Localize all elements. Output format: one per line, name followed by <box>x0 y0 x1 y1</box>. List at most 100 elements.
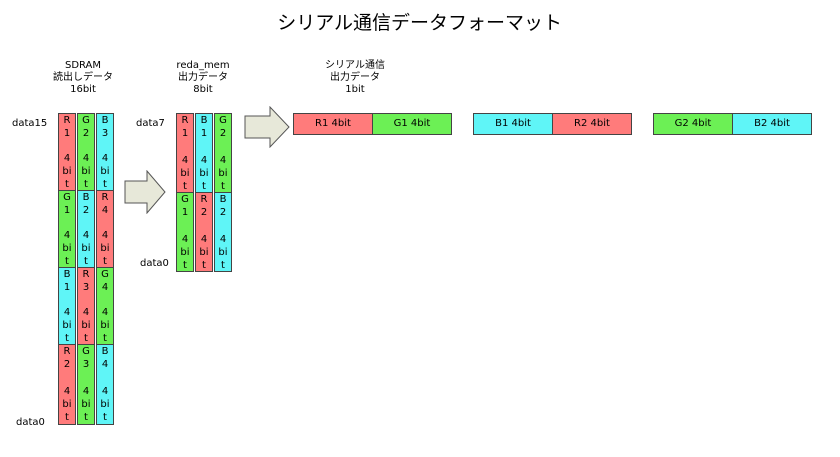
sdram-header: SDRAM 読出しデータ 16bit <box>48 60 118 96</box>
bit-block-text: R <box>63 346 71 357</box>
bit-block-text: t <box>183 181 187 192</box>
page-title: シリアル通信データフォーマット <box>277 12 562 34</box>
bit-block-text: 4 <box>101 307 109 318</box>
bit-block-text: B <box>82 192 90 203</box>
bit-block-text: B <box>63 269 71 280</box>
bit-block-text: 2 <box>82 128 90 139</box>
bit-block-text: t <box>103 179 107 190</box>
bit-block-text: 4 <box>200 234 208 245</box>
serial-segment: B2 4bit <box>732 113 812 135</box>
bit-block-text: bi <box>100 320 110 331</box>
bit-block-text: t <box>221 181 225 192</box>
reda-header-line: 出力データ <box>178 72 228 83</box>
bit-block-text: R <box>200 194 208 205</box>
bit-block-text: G <box>82 346 90 357</box>
bit-block-text: 1 <box>63 128 71 139</box>
bit-block-text: G <box>181 194 189 205</box>
bit-block-text: t <box>84 256 88 267</box>
bit-block-text: bi <box>218 168 228 179</box>
serial-segment: G1 4bit <box>372 113 452 135</box>
bit-block-text: 3 <box>82 359 90 370</box>
bit-block-text: G <box>82 115 90 126</box>
bit-block-text: 1 <box>63 205 71 216</box>
sdram-header-line: 読出しデータ <box>53 72 113 83</box>
bit-block-text: 1 <box>63 282 71 293</box>
bit-block-text: 4 <box>82 153 90 164</box>
bit-block-text: G <box>219 115 227 126</box>
bit-block-text: t <box>183 260 187 271</box>
bit-block-text: t <box>65 179 69 190</box>
bit-block-text: R <box>82 269 90 280</box>
bit-block-text: R <box>63 115 71 126</box>
bit-block-text: bi <box>62 320 72 331</box>
bit-block-text: bi <box>62 243 72 254</box>
bit-block-text: t <box>221 260 225 271</box>
bit-block-text: 4 <box>63 153 71 164</box>
sdram-bottom-label: data0 <box>16 417 45 428</box>
bit-block-text: 4 <box>82 307 90 318</box>
sdram-top-label: data15 <box>12 118 48 129</box>
bit-block-text: bi <box>81 166 91 177</box>
bit-block-text: 4 <box>63 386 71 397</box>
bit-block-text: bi <box>100 243 110 254</box>
right-arrow-icon <box>124 170 166 214</box>
bit-block-text: bi <box>81 399 91 410</box>
bit-block-g2: G 2 4 bi t <box>77 113 95 191</box>
right-arrow-icon <box>244 106 290 148</box>
bit-block-r1: R 1 4 bi t <box>58 113 76 191</box>
bit-block-text: 4 <box>63 307 71 318</box>
bit-block-text: 4 <box>101 153 109 164</box>
bit-block-text: 2 <box>82 205 90 216</box>
bit-block-text: bi <box>62 166 72 177</box>
bit-block-text: 4 <box>101 205 109 216</box>
bit-block-text: t <box>84 333 88 344</box>
bit-block-text: t <box>103 333 107 344</box>
serial-header-line: シリアル通信 <box>325 60 385 71</box>
serial-header-line: 1bit <box>345 84 365 95</box>
sdram-header-line: 16bit <box>70 84 96 95</box>
reda-header-line: reda_mem <box>176 60 230 71</box>
bit-block-text: 4 <box>82 230 90 241</box>
bit-block-text: R <box>101 192 109 203</box>
bit-block-text: 3 <box>82 282 90 293</box>
bit-block-text: t <box>65 333 69 344</box>
bit-block-text: t <box>65 256 69 267</box>
bit-block-text: t <box>202 260 206 271</box>
bit-block-text: 4 <box>101 386 109 397</box>
bit-block-text: 4 <box>101 230 109 241</box>
bit-block-b1: B 1 4 bi t <box>58 267 76 345</box>
bit-block-text: bi <box>218 247 228 258</box>
bit-block-text: B <box>200 115 208 126</box>
bit-block-text: bi <box>180 168 190 179</box>
bit-block-text: t <box>65 412 69 423</box>
bit-block-text: 1 <box>181 207 189 218</box>
bit-block-text: t <box>84 179 88 190</box>
bit-block-text: 3 <box>101 128 109 139</box>
bit-block-text: bi <box>100 399 110 410</box>
bit-block-text: 4 <box>101 359 109 370</box>
bit-block-text: 2 <box>200 207 208 218</box>
reda-header-line: 8bit <box>193 84 213 95</box>
bit-block-text: bi <box>199 168 209 179</box>
bit-block-text: B <box>101 115 109 126</box>
bit-block-text: 1 <box>181 128 189 139</box>
bit-block-text: 4 <box>82 386 90 397</box>
bit-block-text: G <box>63 192 71 203</box>
serial-segment: R1 4bit <box>293 113 373 135</box>
bit-block-text: 4 <box>63 230 71 241</box>
reda-bottom-label: data0 <box>140 258 169 269</box>
